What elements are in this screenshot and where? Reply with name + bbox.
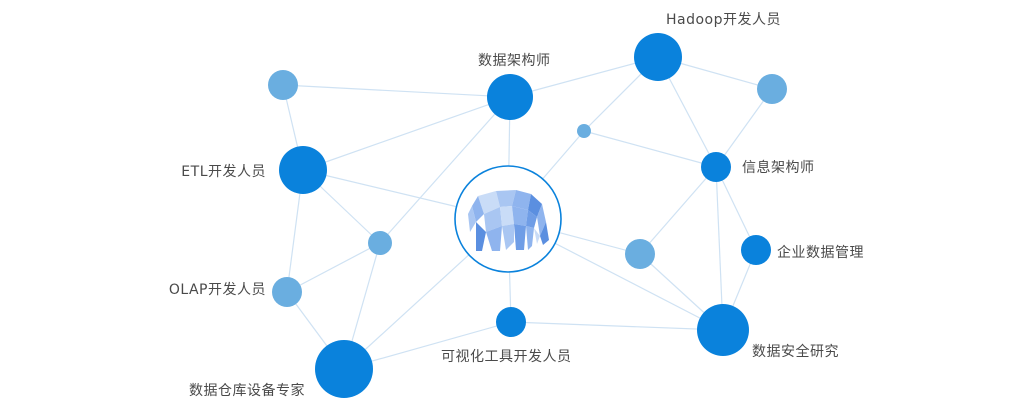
label-information-architect: 信息架构师 xyxy=(742,159,815,176)
node-dw xyxy=(315,340,373,398)
edge-small-info xyxy=(583,130,717,168)
edge-info-ent xyxy=(715,166,757,251)
node-sec xyxy=(697,304,749,356)
node-info xyxy=(701,152,731,182)
node-olap xyxy=(272,277,302,307)
connection-lines xyxy=(282,56,773,370)
nodes xyxy=(268,33,787,398)
node-arch xyxy=(487,74,533,120)
hadoop-elephant-icon xyxy=(468,190,549,251)
center-hub xyxy=(454,165,562,273)
node-etl xyxy=(279,146,327,194)
node-midr xyxy=(625,239,655,269)
label-olap-developer: OLAP开发人员 xyxy=(169,282,266,298)
label-etl-developer: ETL开发人员 xyxy=(181,164,266,180)
edge-tr-info xyxy=(715,88,773,168)
node-tl xyxy=(268,70,298,100)
edge-info-sec xyxy=(715,166,724,331)
node-viz xyxy=(496,307,526,337)
edge-arch-midl xyxy=(379,96,511,244)
node-tr xyxy=(757,74,787,104)
label-enterprise-data-management: 企业数据管理 xyxy=(777,244,864,261)
label-data-architect: 数据架构师 xyxy=(478,53,551,69)
label-hadoop-developer: Hadoop开发人员 xyxy=(666,12,781,28)
label-visualization-tool-developer: 可视化工具开发人员 xyxy=(441,349,572,365)
node-hadoop xyxy=(634,33,682,81)
label-data-security-research: 数据安全研究 xyxy=(752,343,839,360)
node-midl xyxy=(368,231,392,255)
edge-midl-olap xyxy=(286,242,381,293)
edge-arch-hadoop xyxy=(509,56,659,98)
labels: Hadoop开发人员 数据架构师 信息架构师 ETL开发人员 企业数据管理 OL… xyxy=(169,12,864,399)
node-small xyxy=(577,124,591,138)
edge-info-midr xyxy=(639,166,717,255)
edge-viz-sec xyxy=(510,321,724,331)
edge-arch-etl xyxy=(302,96,511,171)
edge-tl-arch xyxy=(282,84,511,98)
node-ent xyxy=(741,235,771,265)
label-data-warehouse-expert: 数据仓库设备专家 xyxy=(189,382,305,399)
